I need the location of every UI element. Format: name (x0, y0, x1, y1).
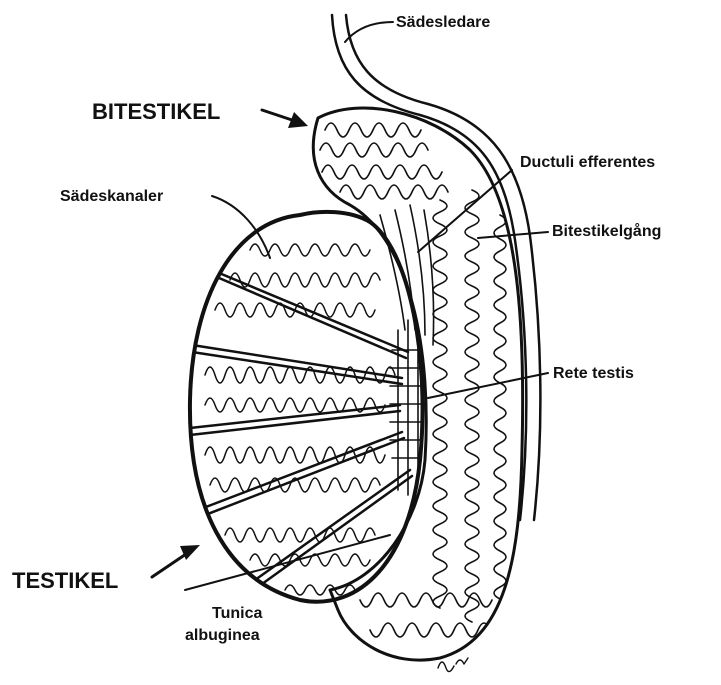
seminiferous-tubules (205, 244, 395, 595)
testikel-arrow (152, 545, 200, 577)
label-vas-deferens: Sädesledare (396, 14, 490, 31)
septa (190, 265, 412, 584)
label-testis: TESTIKEL (12, 568, 118, 593)
bitestikel-arrow (262, 110, 308, 128)
vas-deferens (332, 15, 540, 520)
label-epididymal-duct: Bitestikelgång (552, 222, 661, 240)
testis (190, 205, 434, 602)
label-efferent-ducts: Ductuli efferentes (520, 154, 655, 171)
label-seminiferous-tubules: Sädeskanaler (60, 188, 163, 205)
artist-signature (438, 658, 468, 672)
label-rete-testis: Rete testis (553, 365, 634, 382)
label-epididymis: BITESTIKEL (92, 99, 220, 124)
label-tunica-line2: albuginea (185, 627, 260, 644)
label-tunica-line1: Tunica (212, 605, 262, 622)
ductuli-efferentes (380, 205, 434, 345)
